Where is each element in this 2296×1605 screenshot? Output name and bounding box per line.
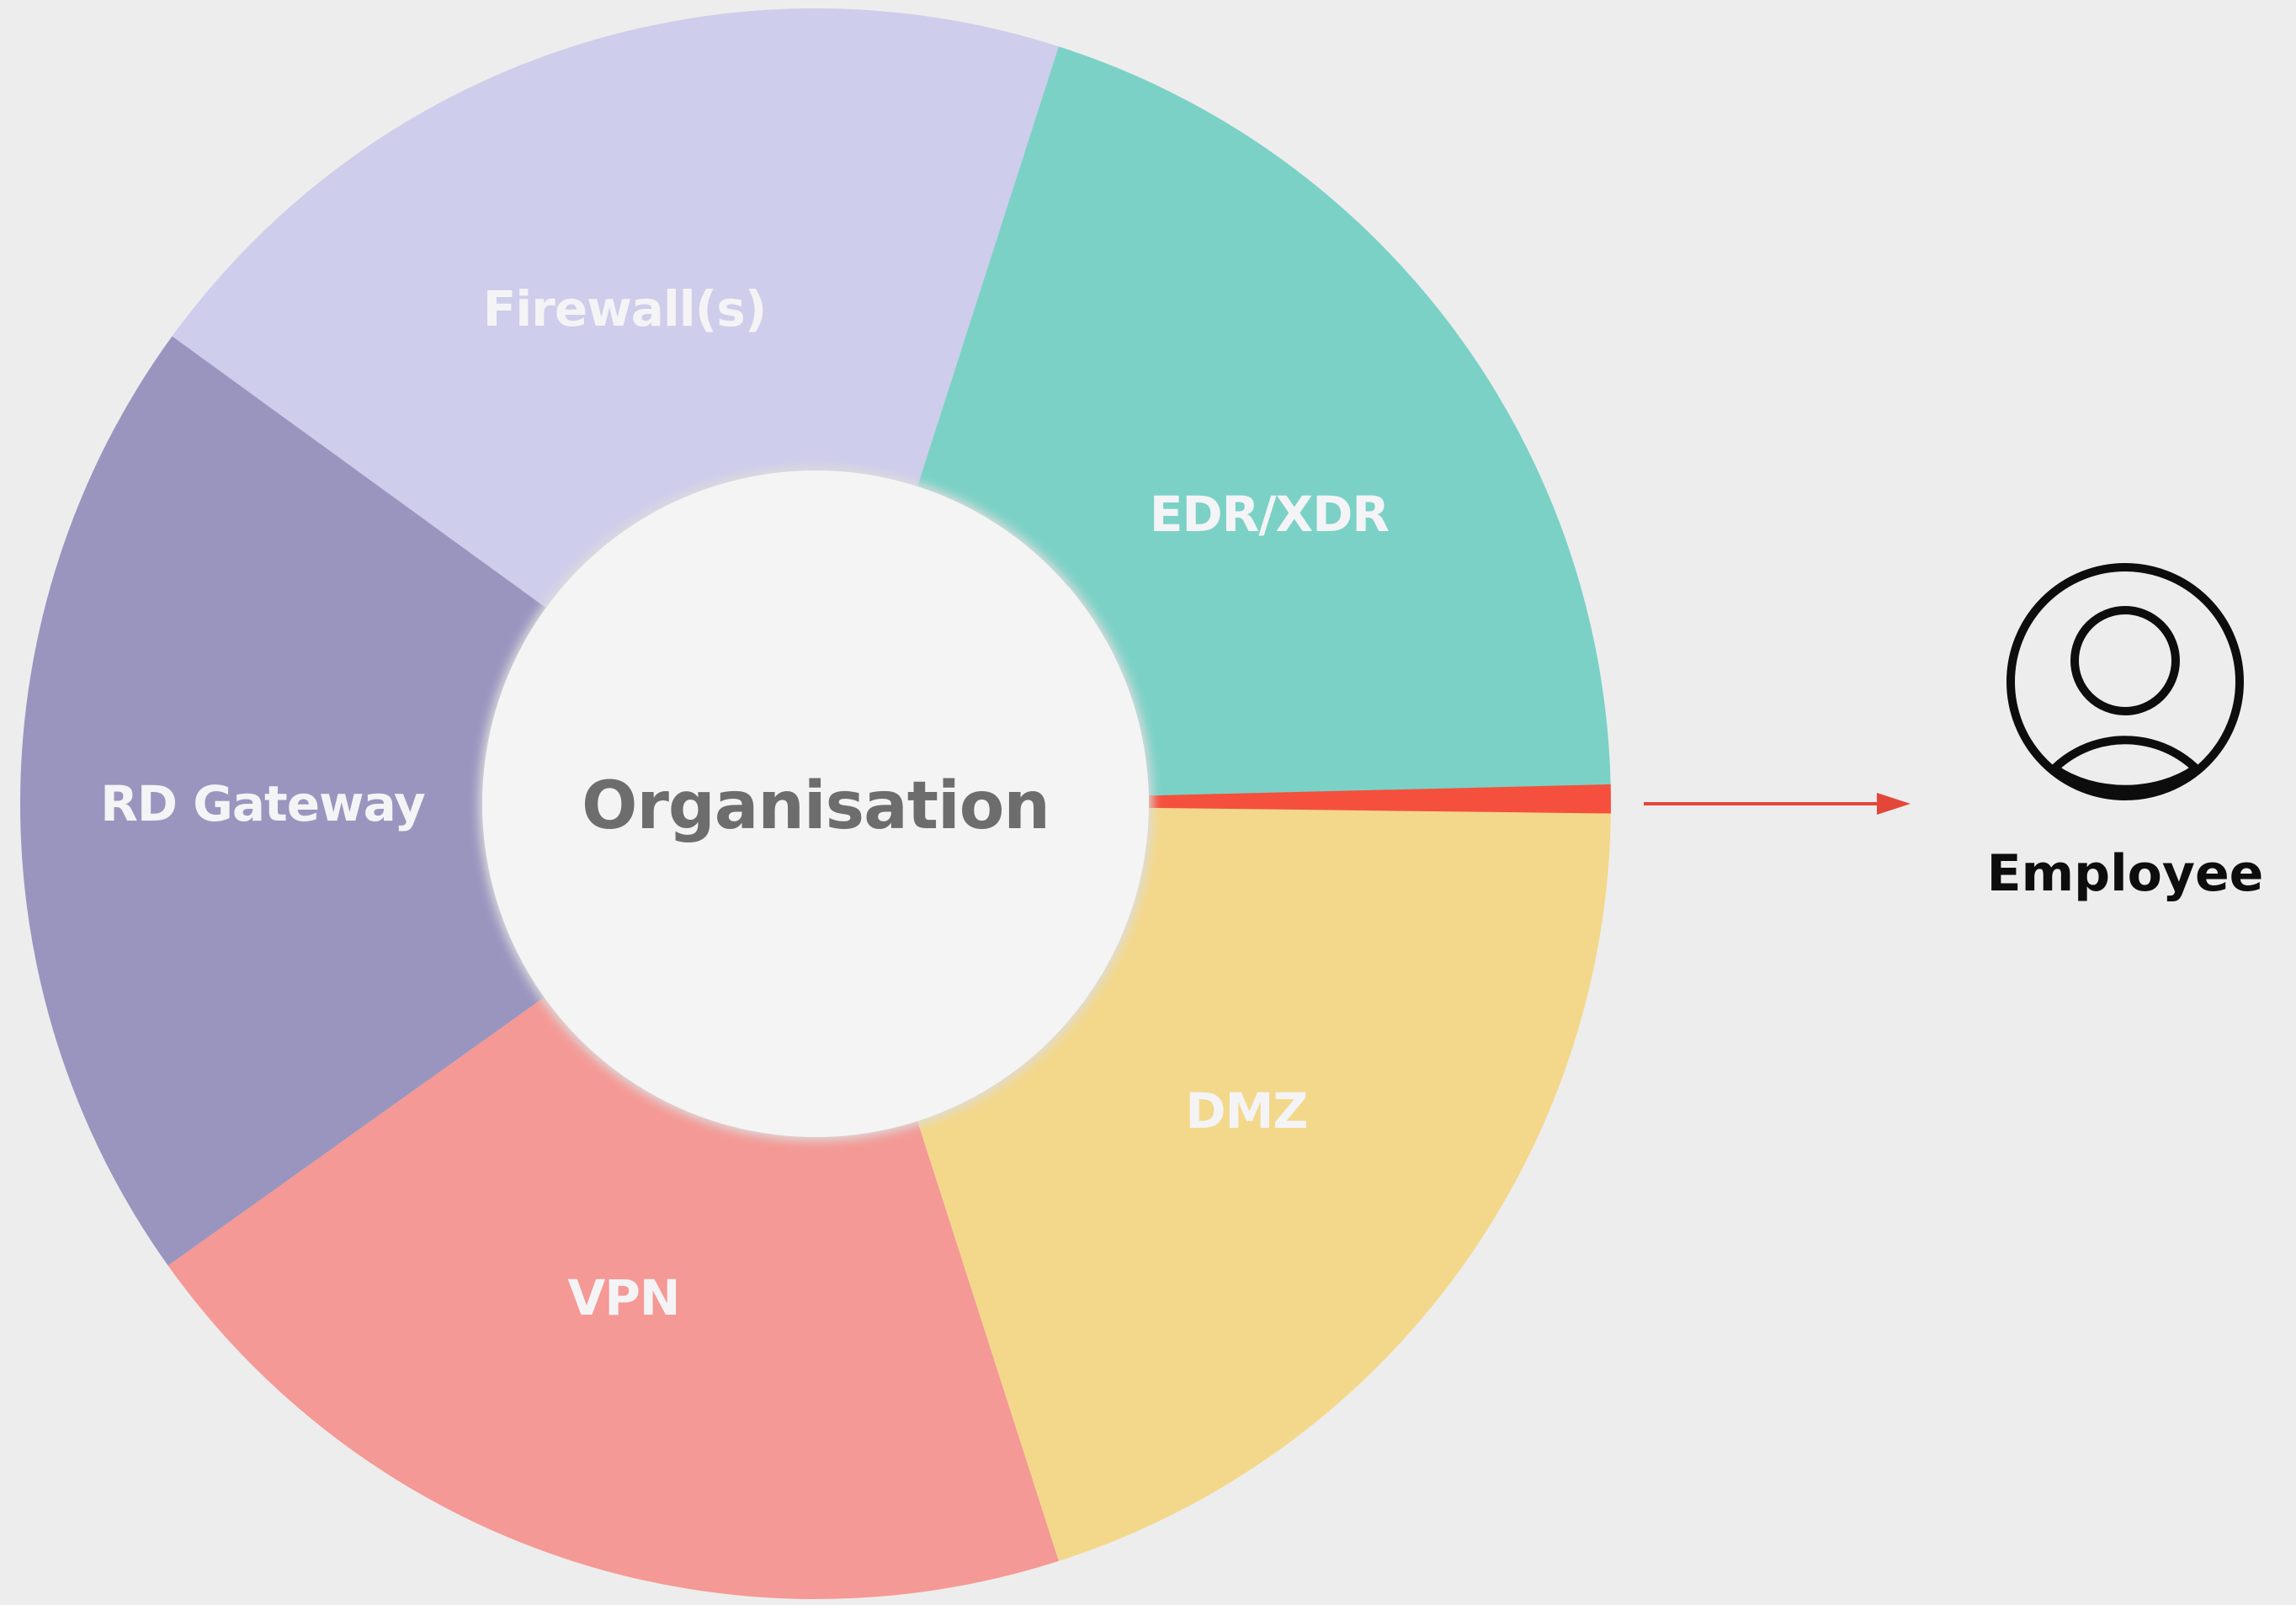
segment-vpn: [167, 996, 1059, 1600]
label-rd-gateway: RD Gateway: [100, 775, 425, 832]
arrow-head: [1877, 793, 1911, 815]
segment-firewall: [167, 8, 1059, 611]
center-circle: [482, 470, 1149, 1137]
user-circle-icon: [2006, 563, 2244, 800]
label-edr-xdr: EDR/XDR: [1150, 486, 1389, 543]
segment-breach-gap: [1148, 784, 1611, 814]
label-vpn: VPN: [568, 1269, 680, 1326]
label-dmz: DMZ: [1186, 1082, 1308, 1140]
arrow-to-employee: [1644, 793, 1911, 815]
segment-rd-gateway: [19, 336, 546, 1266]
center-label: Organisation: [582, 768, 1050, 844]
label-firewall: Firewall(s): [483, 280, 766, 337]
employee-label: Employee: [1987, 844, 2264, 903]
segment-edr-xdr: [917, 46, 1611, 797]
